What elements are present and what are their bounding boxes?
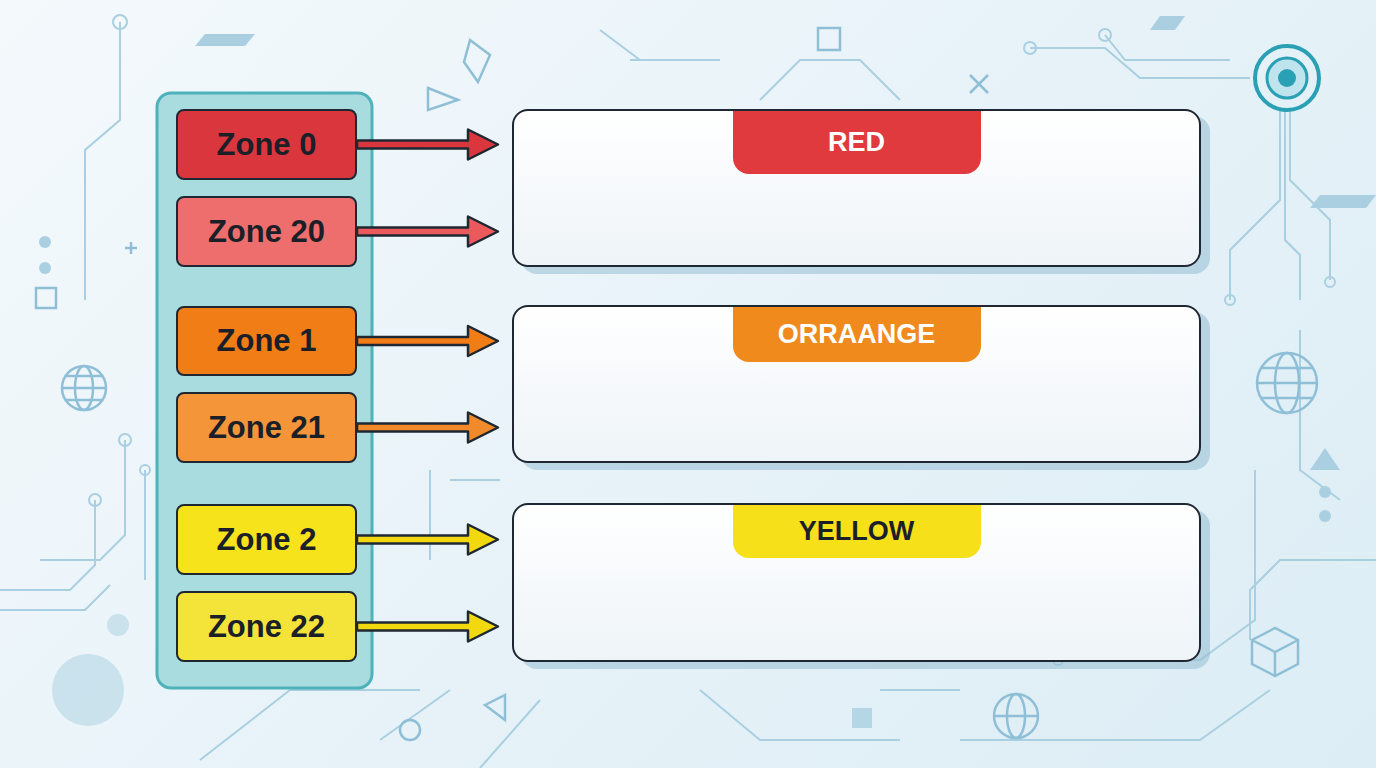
- category-panel: ORRAANGE: [512, 305, 1201, 463]
- zone-label: Zone 0: [217, 127, 317, 163]
- zone-label: Zone 2: [217, 522, 317, 558]
- zone-label: Zone 20: [208, 214, 325, 250]
- category-tag: RED: [733, 111, 981, 174]
- flow-arrow: [357, 413, 498, 443]
- flow-arrow: [357, 525, 498, 555]
- zone-box: Zone 22: [176, 591, 357, 662]
- category-tag: YELLOW: [733, 505, 981, 558]
- zone-box: Zone 21: [176, 392, 357, 463]
- zone-box: Zone 2: [176, 504, 357, 575]
- zone-label: Zone 21: [208, 410, 325, 446]
- zone-panel: [157, 93, 372, 688]
- zone-box: Zone 0: [176, 109, 357, 180]
- flow-arrow: [357, 130, 498, 160]
- zone-label: Zone 22: [208, 609, 325, 645]
- category-panel: RED: [512, 109, 1201, 267]
- category-tag: ORRAANGE: [733, 307, 981, 362]
- zone-label: Zone 1: [217, 323, 317, 359]
- zone-box: Zone 20: [176, 196, 357, 267]
- flow-arrow: [357, 217, 498, 247]
- flow-arrow: [357, 326, 498, 356]
- flow-arrow: [357, 612, 498, 642]
- category-panel: YELLOW: [512, 503, 1201, 662]
- zone-box: Zone 1: [176, 306, 357, 376]
